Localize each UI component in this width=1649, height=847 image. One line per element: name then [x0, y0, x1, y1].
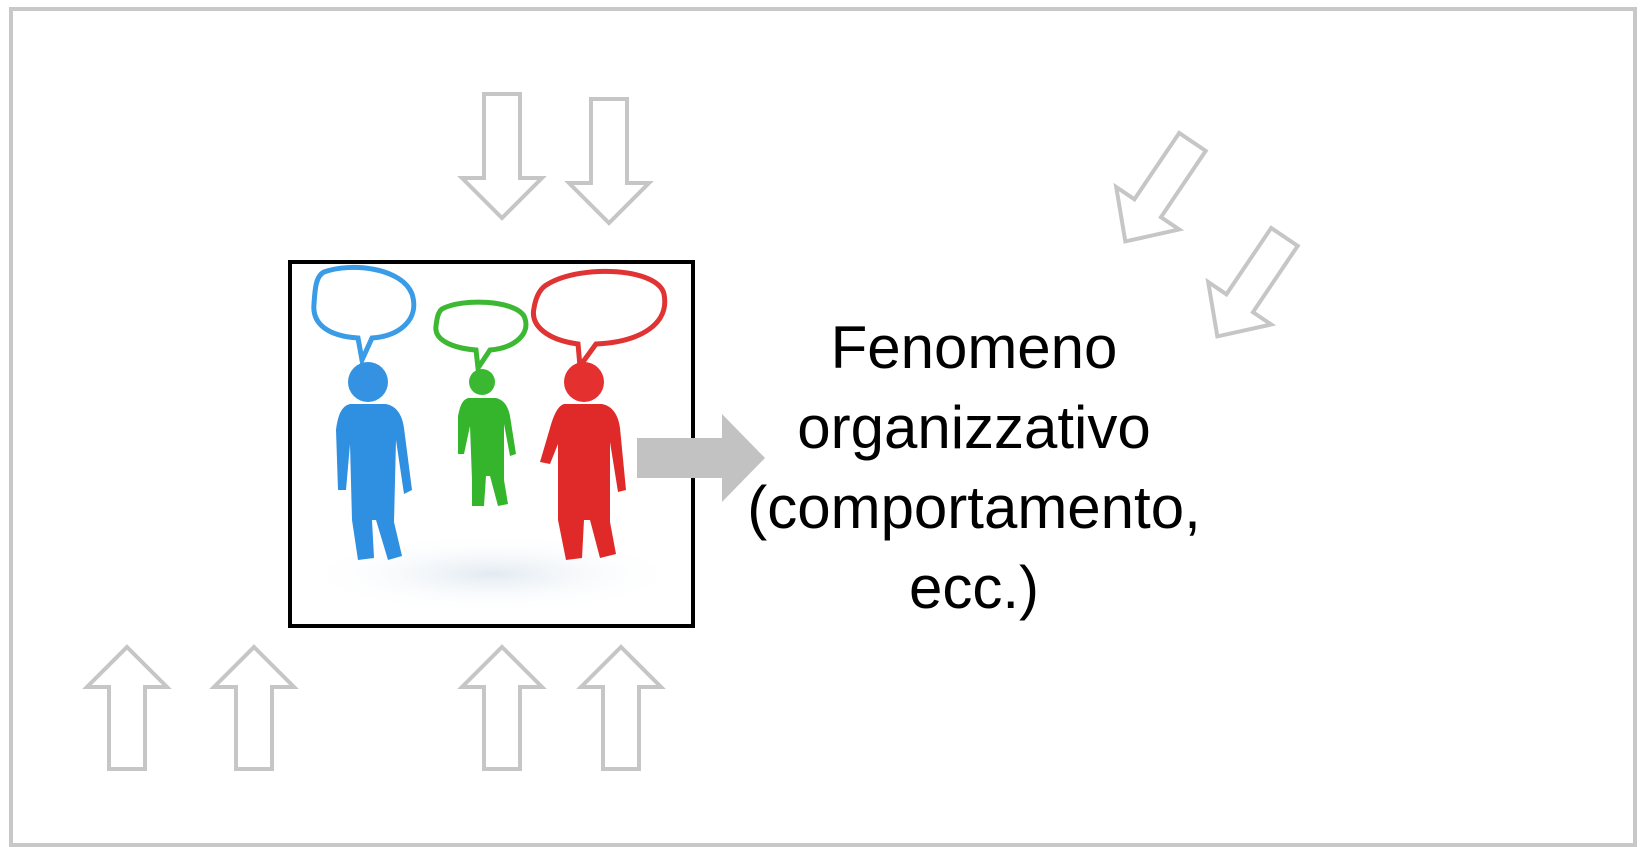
person-red-icon	[540, 362, 626, 560]
person-green-icon	[458, 369, 516, 506]
arrow-down-left-icon	[1205, 225, 1301, 339]
people-illustration	[302, 264, 682, 614]
speech-bubble-green-icon	[433, 299, 529, 376]
arrow-right-layer	[637, 414, 765, 502]
arrow-up-icon	[576, 644, 666, 771]
speech-bubble-red-icon	[530, 268, 668, 373]
arrow-up-icon	[82, 644, 172, 771]
phenomenon-line-3: (comportamento,	[747, 474, 1201, 541]
phenomenon-line-2: organizzativo	[797, 394, 1151, 461]
arrow-up-icon	[209, 644, 299, 771]
people-talking-image	[288, 260, 695, 628]
speech-bubble-blue-icon	[311, 264, 417, 369]
slide-frame	[9, 7, 1637, 847]
person-blue-icon	[336, 362, 412, 560]
influence-arrows	[82, 92, 1301, 771]
arrow-down-left-icon	[1113, 130, 1209, 244]
phenomenon-line-1: Fenomeno	[830, 314, 1118, 381]
arrow-down-icon	[457, 92, 547, 221]
phenomenon-line-4: ecc.)	[908, 554, 1040, 621]
arrow-up-icon	[457, 644, 547, 771]
arrow-down-icon	[564, 97, 654, 226]
arrow-right-icon	[637, 414, 765, 502]
phenomenon-label: Fenomeno organizzativo (comportamento, e…	[700, 308, 1248, 628]
